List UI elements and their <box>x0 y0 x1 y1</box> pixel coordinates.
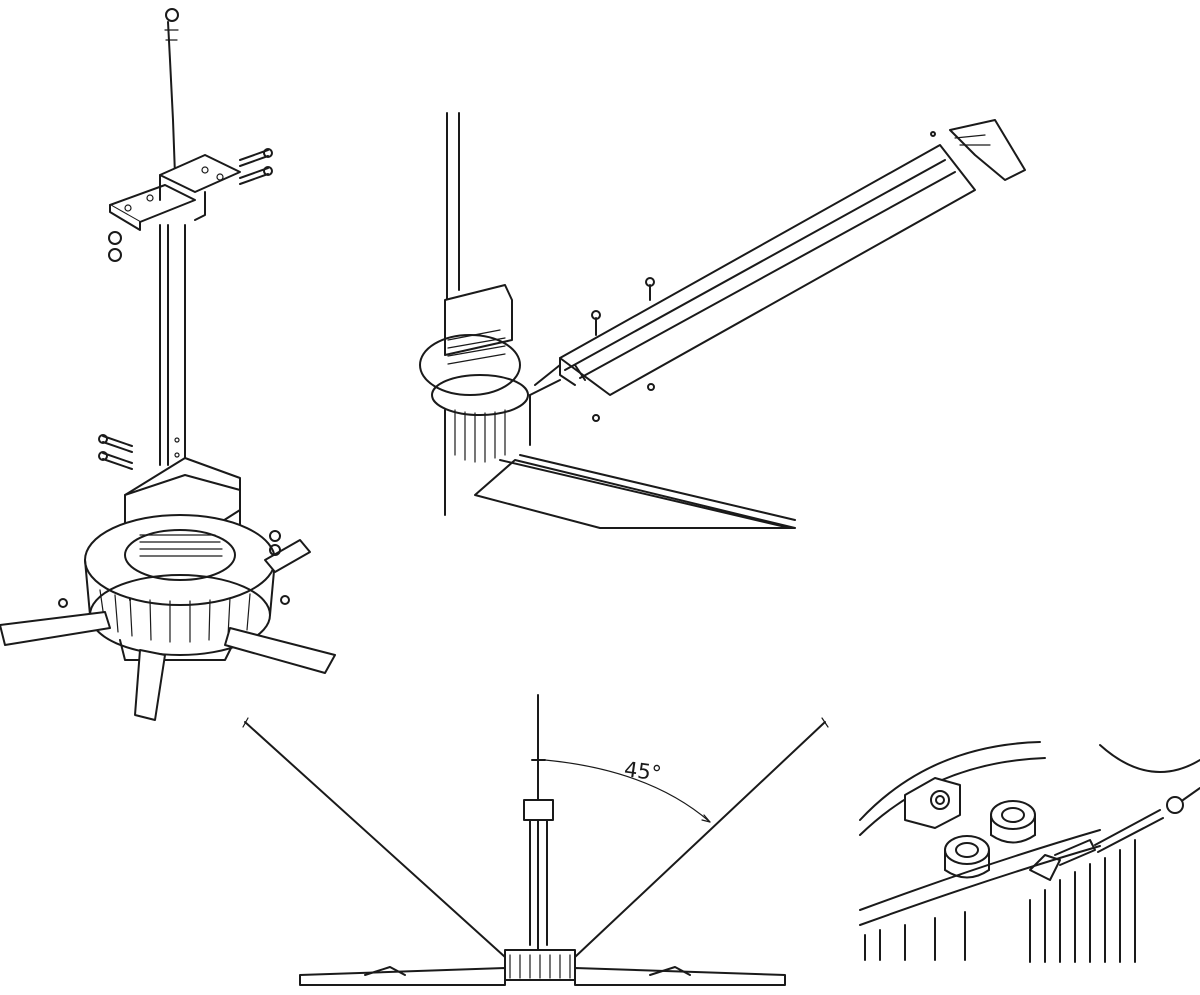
turnbuckle <box>1029 787 1200 881</box>
fan-blades-side <box>299 966 786 986</box>
safety-cable <box>164 8 179 176</box>
arm-hardware <box>58 530 290 608</box>
rod-upper <box>446 112 460 301</box>
housing-rim <box>859 741 1101 961</box>
blade-attachment-panel <box>419 112 1026 529</box>
hub-housing <box>419 284 531 516</box>
fan-hub <box>504 949 576 981</box>
down-rod <box>159 224 186 466</box>
blade-main <box>529 144 976 396</box>
mount-assembly-panel <box>0 8 336 721</box>
guy-wire-panel <box>242 694 829 986</box>
motor-body <box>84 514 276 661</box>
blade-endcap <box>949 119 1026 181</box>
motor-fins <box>1029 744 1200 963</box>
mount-lug <box>904 777 961 829</box>
blade-bolts <box>591 131 936 422</box>
mounting-bracket-top <box>109 154 241 231</box>
blade-lower <box>474 454 796 529</box>
hex-nut-left <box>944 835 990 879</box>
guy-wires <box>242 717 829 958</box>
nuts-left <box>108 231 122 262</box>
bolts-mid <box>98 434 133 470</box>
hex-nut-right <box>990 800 1036 844</box>
blade-arms <box>0 539 336 721</box>
angle-label: 45° <box>622 757 663 786</box>
nut-detail-panel <box>859 741 1200 963</box>
bolts-top <box>239 148 273 185</box>
angle-arc <box>544 759 711 823</box>
center-rod <box>523 694 554 961</box>
